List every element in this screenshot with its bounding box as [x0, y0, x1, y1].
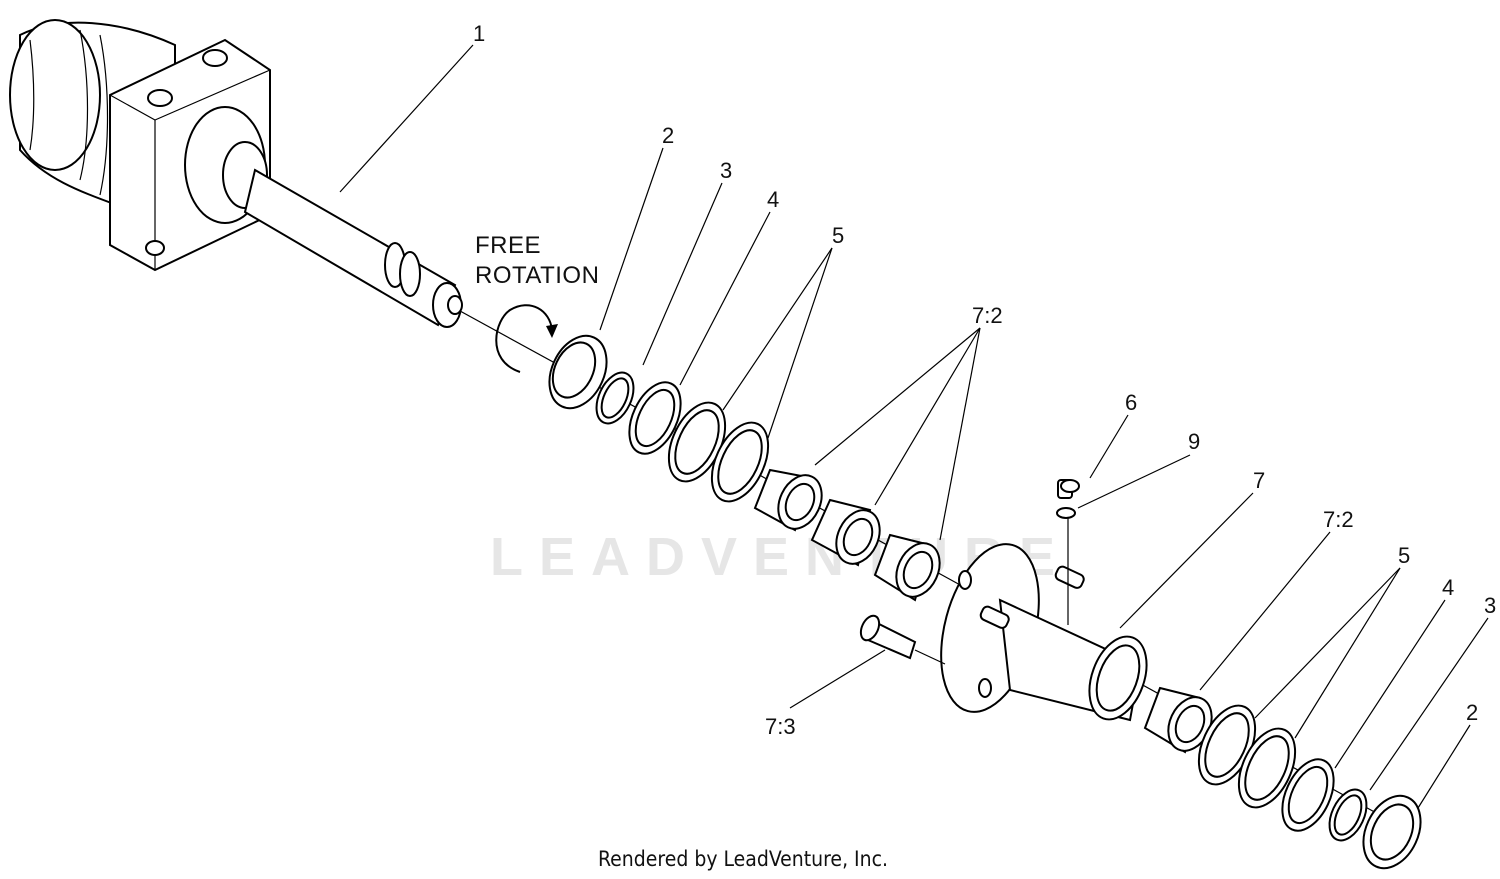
part-wheel-stud	[859, 614, 946, 665]
rotation-arrow	[495, 304, 553, 373]
callout-1: 1	[473, 21, 485, 46]
callout-2-top: 2	[662, 123, 674, 148]
callout-2-right: 2	[1466, 700, 1478, 725]
part-snap-ring-right	[1328, 788, 1368, 842]
callout-9: 9	[1188, 429, 1200, 454]
callout-3-right: 3	[1484, 593, 1496, 618]
part-bearings-left	[753, 468, 941, 602]
callout-5-top: 5	[832, 223, 844, 248]
free-rotation-label-1: FREE	[475, 232, 541, 259]
part-washer-right	[1281, 758, 1335, 832]
callout-4-right: 4	[1442, 575, 1454, 600]
callout-7-3: 7:3	[765, 714, 796, 739]
free-rotation-label-2: ROTATION	[475, 262, 599, 289]
footer-credit: Rendered by LeadVenture, Inc.	[598, 847, 888, 871]
callout-7-2-top: 7:2	[972, 303, 1003, 328]
part-washer-left	[628, 381, 682, 455]
callout-7: 7	[1253, 468, 1265, 493]
part-grease-fitting	[1056, 479, 1080, 625]
part-seal-right	[1362, 794, 1422, 870]
part-seal-left	[548, 334, 608, 410]
part-bearing-right	[1143, 686, 1213, 754]
callout-4-top: 4	[767, 187, 779, 212]
part-thrust-washers-right	[1197, 704, 1297, 809]
part-motor	[9, 19, 463, 328]
callout-5-right: 5	[1398, 543, 1410, 568]
callout-6: 6	[1125, 390, 1137, 415]
callout-7-2-right: 7:2	[1323, 507, 1354, 532]
leader-lines	[339, 44, 1489, 809]
callout-3-top: 3	[720, 158, 732, 183]
part-snap-ring-left	[595, 371, 635, 425]
part-hub	[940, 543, 1148, 722]
part-thrust-washers-left	[667, 401, 770, 503]
